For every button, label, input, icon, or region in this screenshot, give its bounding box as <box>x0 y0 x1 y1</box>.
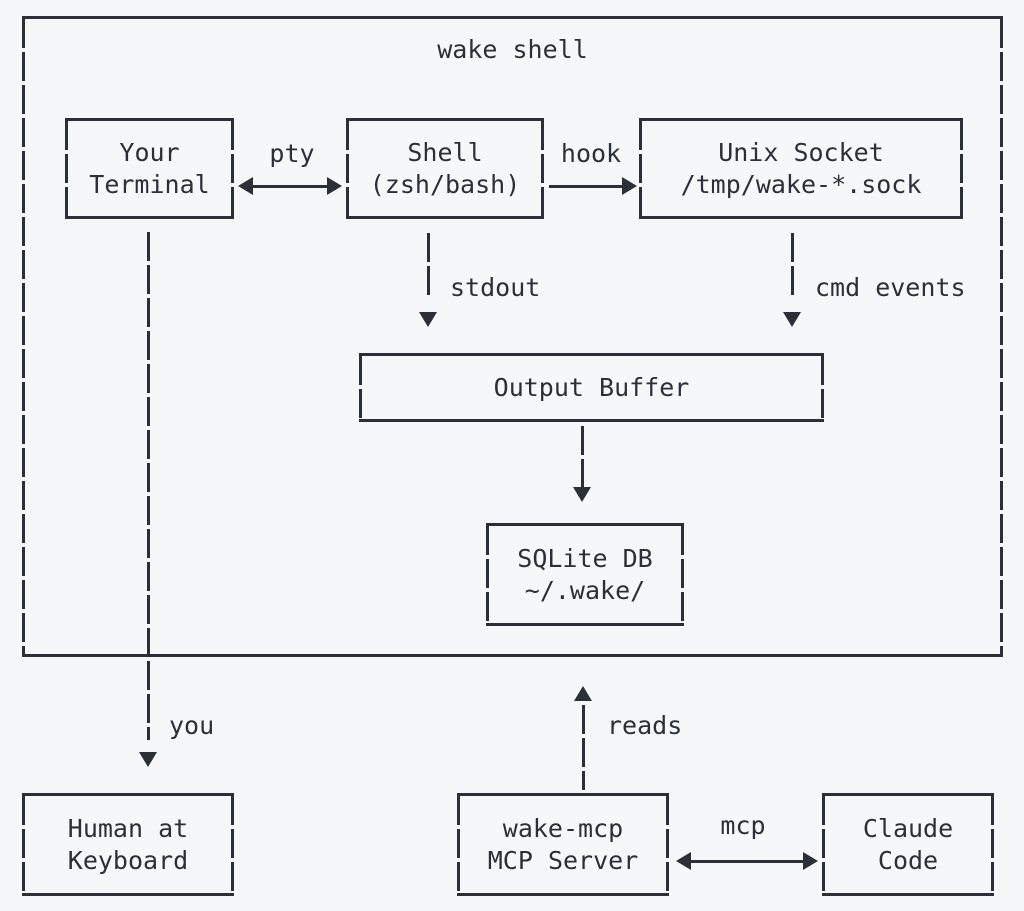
edge-label-stdout: stdout <box>450 273 541 302</box>
arrowhead-right-icon <box>622 177 637 195</box>
edge-line-cmd-events <box>791 233 794 297</box>
node-label: /tmp/wake-*.sock <box>680 169 922 199</box>
edge-line-you <box>147 232 150 740</box>
node-label: Code <box>877 845 939 875</box>
node-label: Human at <box>67 813 189 843</box>
arrow-pty <box>238 177 342 195</box>
node-claude-code: Claude Code <box>822 793 994 896</box>
arrowhead-down-icon <box>783 312 801 327</box>
node-human-at-keyboard: Human at Keyboard <box>22 793 234 896</box>
diagram-title: wake shell <box>437 35 588 64</box>
arrow-hook <box>549 177 637 195</box>
edge-label-reads: reads <box>607 711 683 740</box>
node-label: Output Buffer <box>493 372 690 402</box>
edge-line-stdout <box>427 233 430 297</box>
node-unix-socket: Unix Socket /tmp/wake-*.sock <box>639 118 963 219</box>
node-label: Unix Socket <box>718 137 884 167</box>
arrowhead-down-icon <box>573 487 591 502</box>
arrowhead-left-icon <box>238 177 253 195</box>
node-label: ~/.wake/ <box>524 575 646 605</box>
node-label: Claude <box>862 813 954 843</box>
arrow-shaft <box>249 185 331 188</box>
node-label: Your <box>119 137 180 167</box>
node-label: SQLite DB <box>517 543 653 573</box>
arrow-shaft <box>549 185 626 188</box>
arrow-mcp <box>676 852 818 870</box>
arrowhead-right-icon <box>327 177 342 195</box>
edge-line-buffer-sqlite <box>581 426 584 490</box>
wake-shell-frame <box>22 16 1003 657</box>
node-label: MCP Server <box>487 845 639 875</box>
arrowhead-down-icon <box>139 752 157 767</box>
node-sqlite-db: SQLite DB ~/.wake/ <box>486 523 684 626</box>
edge-label-cmd-events: cmd events <box>815 273 966 302</box>
node-label: Keyboard <box>67 845 189 875</box>
edge-label-hook: hook <box>560 139 622 168</box>
node-label: wake-mcp <box>502 813 624 843</box>
arrowhead-up-icon <box>574 686 592 701</box>
node-output-buffer: Output Buffer <box>359 353 824 422</box>
edge-label-pty: pty <box>269 139 315 168</box>
node-your-terminal: Your Terminal <box>65 118 234 219</box>
node-shell: Shell (zsh/bash) <box>346 118 544 219</box>
arrowhead-left-icon <box>676 852 691 870</box>
edge-line-reads <box>582 705 585 790</box>
arrowhead-down-icon <box>419 312 437 327</box>
edge-label-you: you <box>169 711 215 740</box>
node-label: Terminal <box>89 169 210 199</box>
arrow-shaft <box>687 860 807 863</box>
node-label: Shell <box>407 137 483 167</box>
edge-label-mcp: mcp <box>720 811 766 840</box>
node-label: (zsh/bash) <box>369 169 521 199</box>
arrowhead-right-icon <box>803 852 818 870</box>
node-wake-mcp-server: wake-mcp MCP Server <box>457 793 669 896</box>
